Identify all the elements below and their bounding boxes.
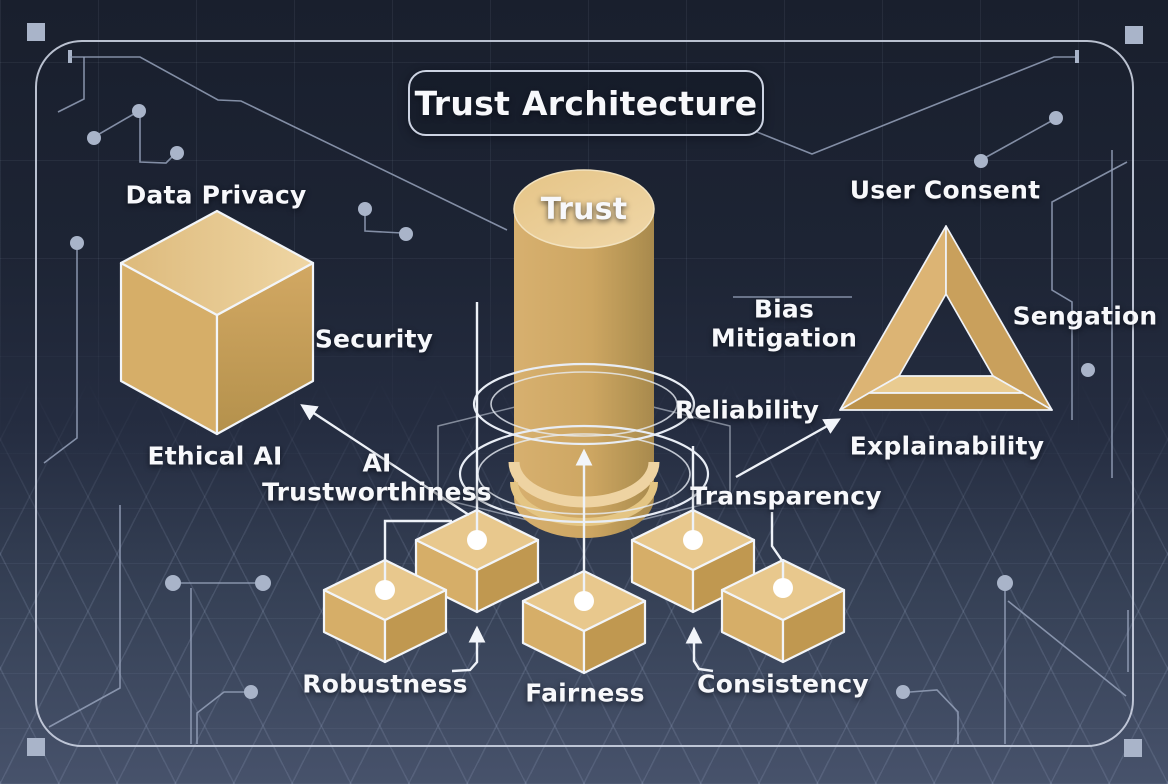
- corner-node-top-left: [27, 23, 45, 41]
- corner-node-bottom-left: [27, 738, 45, 756]
- arrow-consistency-up: [685, 626, 714, 673]
- label-consistency: Consistency: [697, 669, 869, 699]
- connector-lines: [300, 302, 841, 673]
- title-box: Trust Architecture: [408, 70, 764, 136]
- label-fairness: Fairness: [525, 678, 645, 708]
- label-bias-mitigation: Bias Mitigation: [710, 294, 858, 352]
- page-title: Trust Architecture: [414, 83, 758, 123]
- label-user-consent: User Consent: [849, 175, 1041, 205]
- cube-shape: [119, 209, 315, 436]
- box-node-dots: [375, 530, 793, 611]
- label-ai-trustworthiness: AI Trustworthiness: [262, 448, 492, 506]
- label-ethical-ai: Ethical AI: [147, 441, 283, 471]
- arrow-robustness-up: [451, 625, 486, 673]
- label-reliability: Reliability: [674, 395, 820, 425]
- label-data-privacy: Data Privacy: [125, 180, 307, 210]
- label-transparency: Transparency: [690, 481, 882, 511]
- corner-node-bottom-right: [1124, 739, 1142, 757]
- penrose-triangle: [839, 225, 1053, 411]
- label-sengation: Sengation: [1012, 301, 1158, 331]
- circuit-traces: [43, 50, 1129, 744]
- label-robustness: Robustness: [302, 669, 468, 699]
- label-security: Security: [314, 324, 434, 354]
- arrow-to-cube: [300, 404, 470, 517]
- frame-border: [27, 23, 1143, 757]
- label-explainability: Explainability: [849, 431, 1045, 461]
- arrow-to-triangle: [735, 418, 841, 479]
- label-trust: Trust: [540, 191, 628, 227]
- corner-node-top-right: [1125, 26, 1143, 44]
